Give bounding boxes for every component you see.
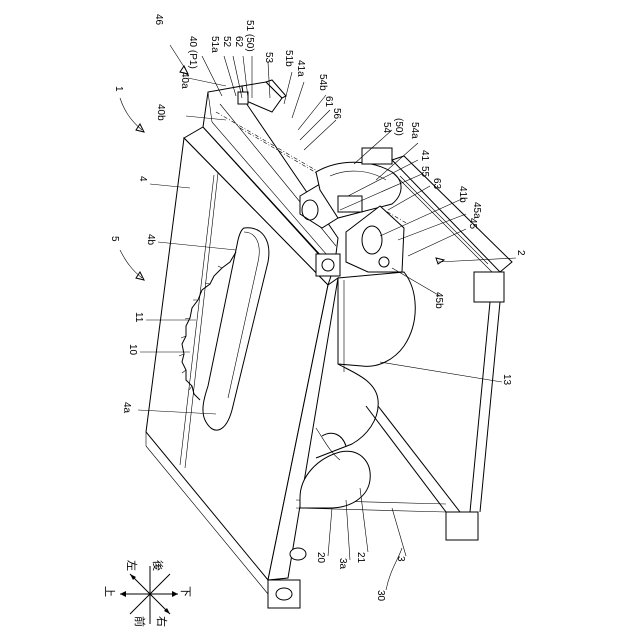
label-54a: 54a — [409, 122, 420, 139]
direction-right: 右 — [155, 616, 169, 627]
label-3a: 3a — [337, 558, 348, 570]
label-10: 10 — [127, 344, 138, 356]
direction-front: 前 — [133, 616, 147, 627]
direction-back: 後 — [151, 560, 165, 571]
label-61: 61 — [323, 96, 334, 108]
label-30: 30 — [375, 590, 386, 602]
label-5: 5 — [109, 236, 120, 242]
label-1: 1 — [113, 86, 124, 92]
label-45: 45 — [467, 218, 478, 230]
label-53: 53 — [263, 52, 274, 64]
label-3: 3 — [395, 556, 406, 562]
label-13: 13 — [501, 374, 512, 386]
label-2: 2 — [515, 250, 526, 256]
label-21: 21 — [355, 552, 366, 564]
label-41b: 41b — [457, 186, 468, 203]
direction-down: 下 — [179, 586, 192, 597]
label-41: 41 — [419, 150, 430, 162]
label-54b: 54b — [317, 74, 328, 91]
label-51b: 51b — [283, 50, 294, 67]
label-63: 63 — [431, 178, 442, 190]
label-46: 46 — [153, 14, 164, 26]
label-11: 11 — [133, 312, 144, 323]
direction-left: 左 — [125, 560, 138, 571]
label-41a: 41a — [295, 60, 306, 77]
label-20: 20 — [315, 552, 326, 564]
label-56: 56 — [331, 108, 342, 120]
label-45b: 45b — [433, 292, 444, 309]
label-4: 4 — [137, 176, 148, 182]
label-4a: 4a — [121, 402, 132, 414]
label-4b: 4b — [145, 234, 156, 246]
label-54: 54 — [381, 122, 392, 134]
label-50b: (50) — [393, 118, 404, 136]
label-51a: 51a — [209, 36, 220, 53]
label-62: 62 — [233, 36, 244, 48]
label-45a: 45a — [471, 202, 482, 219]
bracket-45 — [346, 206, 404, 272]
direction-indicator: 上 左 後 下 前 右 — [103, 560, 192, 627]
label-40b: 40b — [155, 104, 166, 121]
direction-up: 上 — [103, 586, 116, 597]
label-40-p1: 40 (P1) — [187, 36, 198, 69]
label-52: 52 — [221, 36, 232, 48]
label-51-50: 51 (50) — [244, 20, 255, 52]
label-55: 55 — [419, 166, 430, 178]
